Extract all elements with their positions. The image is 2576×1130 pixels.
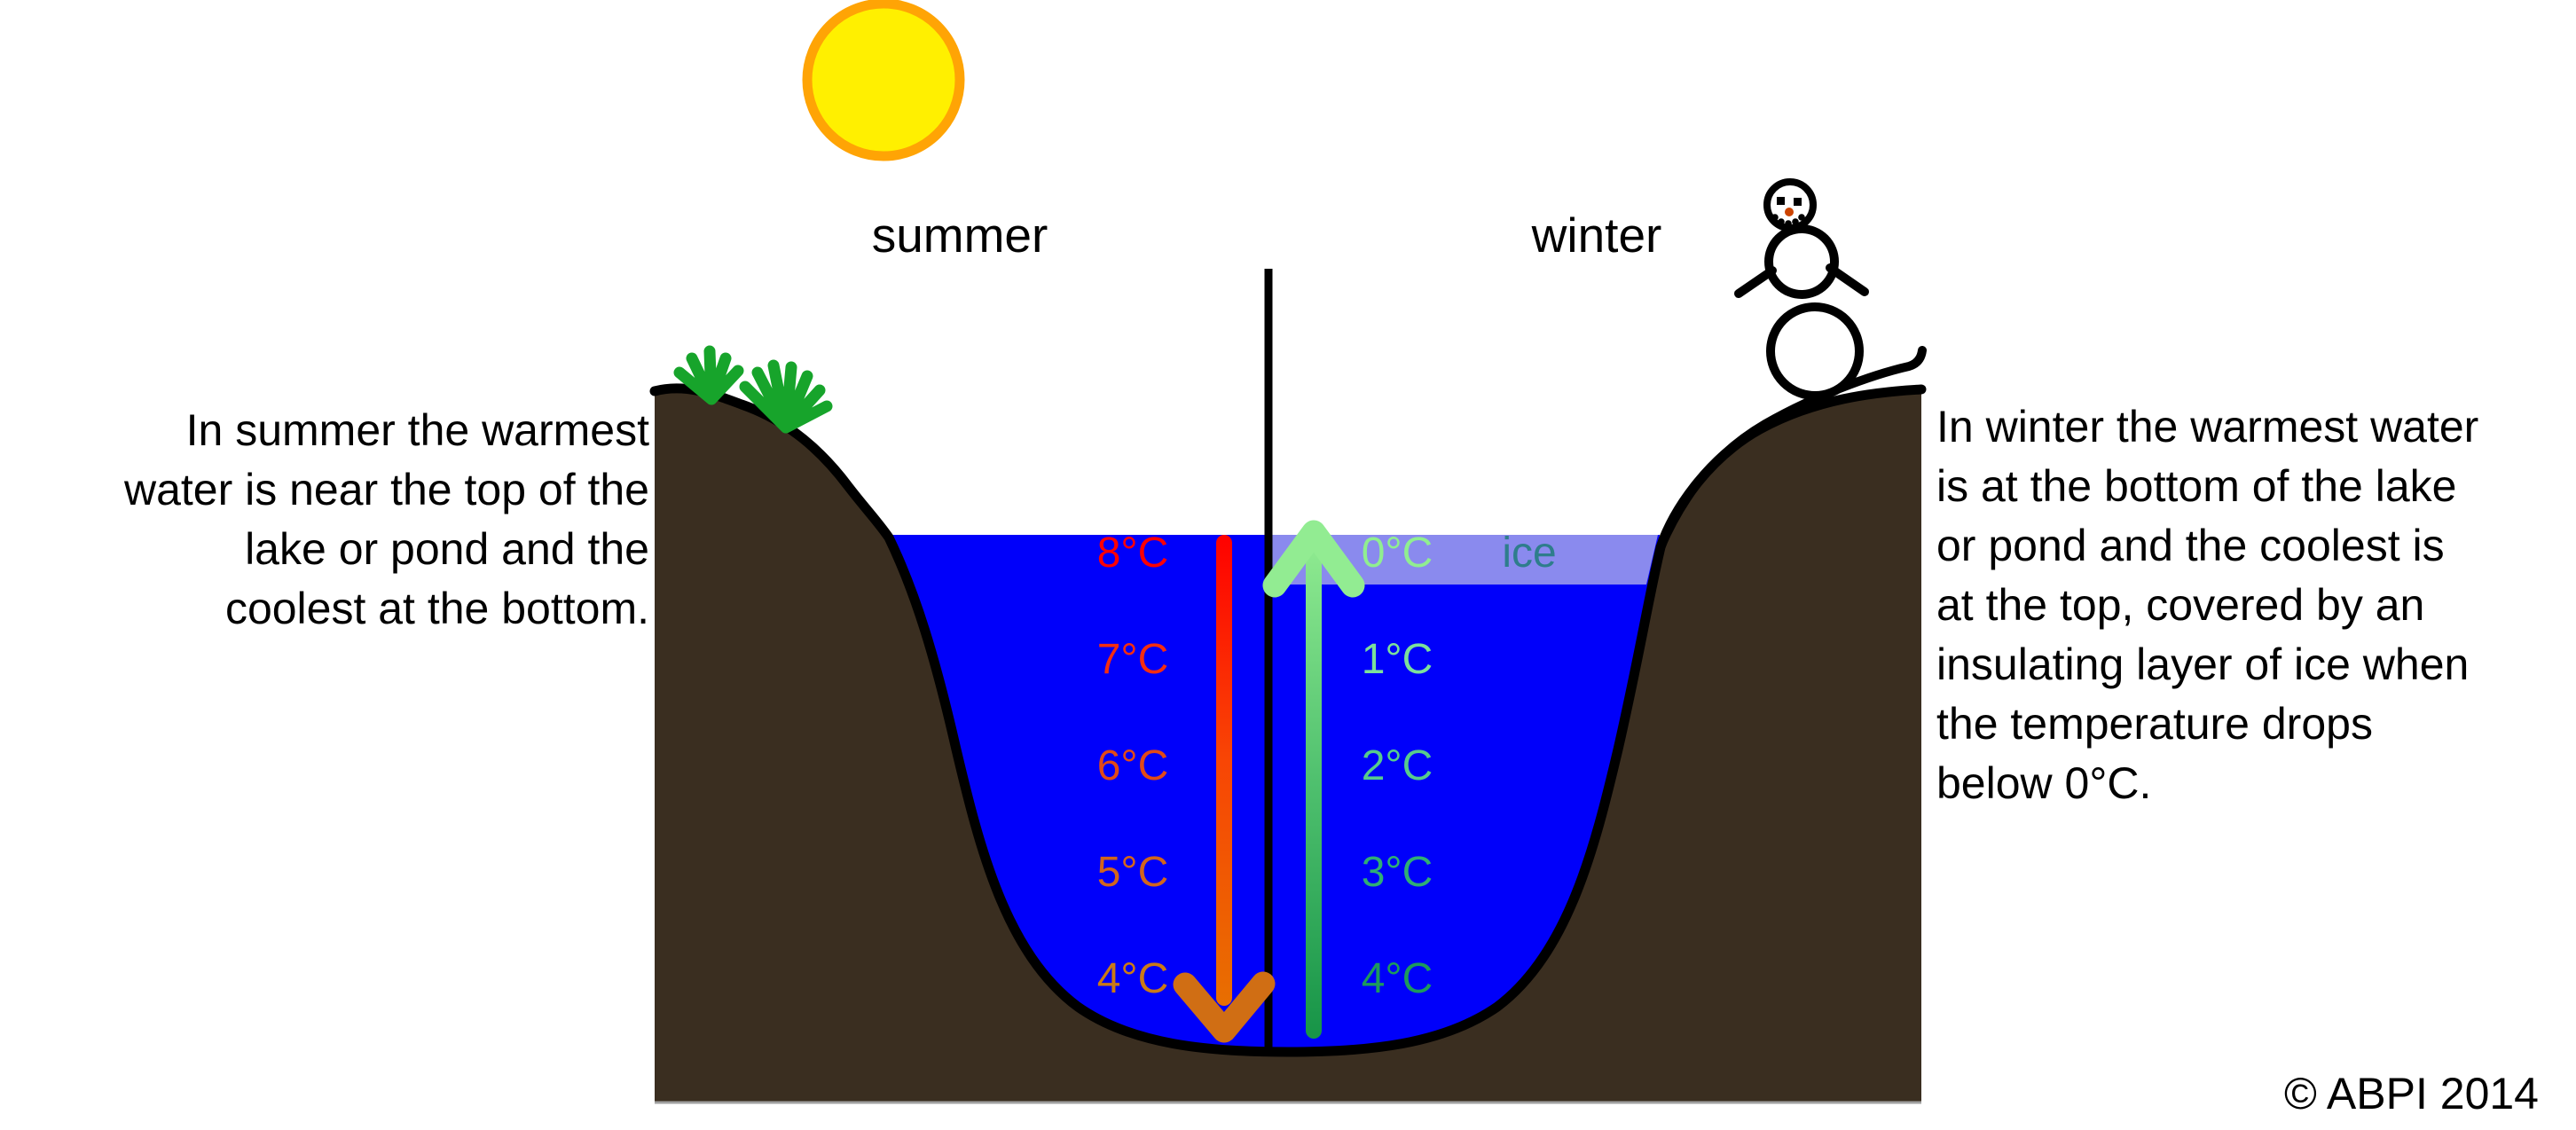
sun-icon — [802, 0, 965, 161]
winter-caption: In winter the warmest water is at the bo… — [1936, 402, 2479, 808]
temp-label: 8°C — [1097, 530, 1169, 577]
temp-label: 4°C — [1097, 955, 1169, 1002]
summer-title: summer — [872, 208, 1048, 263]
winter-temperature-arrow-up — [1262, 520, 1365, 1039]
snowman-face — [1771, 197, 1805, 227]
ice-label: ice — [1502, 530, 1556, 577]
summer-temp-labels: 8°C 7°C 6°C 5°C 4°C — [1097, 530, 1169, 1002]
winter-title: winter — [1531, 208, 1662, 263]
temp-label: 0°C — [1362, 530, 1433, 577]
temp-label: 3°C — [1362, 849, 1433, 896]
winter-temp-labels: 0°C 1°C 2°C 3°C 4°C — [1362, 530, 1433, 1002]
temp-label: 6°C — [1097, 742, 1169, 789]
temp-label: 1°C — [1362, 636, 1433, 683]
temp-label: 5°C — [1097, 849, 1169, 896]
snow-line — [1656, 346, 1927, 552]
summer-caption: In summer the warmest water is near the … — [123, 405, 649, 633]
temp-label: 4°C — [1362, 955, 1433, 1002]
lake-water — [889, 535, 1660, 1052]
temp-label: 7°C — [1097, 636, 1169, 683]
copyright-text: © ABPI 2014 — [2284, 1069, 2539, 1118]
snowman-nose — [1785, 208, 1794, 216]
snowman-icon — [1734, 178, 1869, 400]
summer-temperature-arrow-down — [1173, 535, 1276, 1043]
ground — [655, 388, 1921, 1103]
grass-icon — [673, 345, 833, 434]
ice-layer — [1268, 535, 1658, 585]
temp-label: 2°C — [1362, 742, 1433, 789]
